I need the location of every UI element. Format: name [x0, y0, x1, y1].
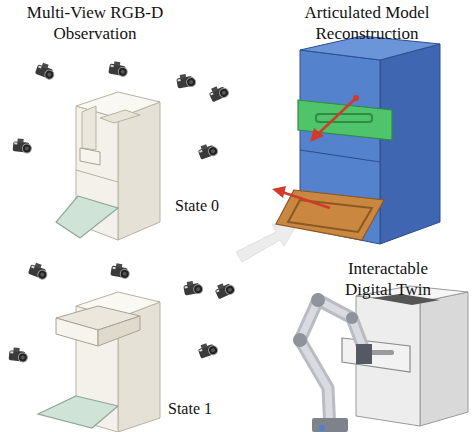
robot-arm: [300, 300, 364, 432]
arrow-head: [272, 186, 286, 198]
joint-axis-arrow: [282, 192, 330, 208]
robot-joint: [311, 293, 325, 307]
camera-icon: [176, 72, 197, 89]
robot-arm-highlight: [300, 300, 364, 432]
state-label: State 1: [150, 398, 230, 419]
panel-seam: [76, 170, 118, 182]
door-part: [276, 190, 384, 240]
panel-title: Articulated Model Reconstruction: [282, 2, 452, 44]
drawer-side: [98, 316, 140, 346]
drawer-box: [82, 106, 96, 150]
camera-icon: [197, 141, 219, 160]
panel-title: Interactable Digital Twin: [332, 258, 444, 300]
articulated-model: [272, 36, 440, 244]
digital-twin-scene: [293, 286, 468, 432]
camera-icon: [213, 280, 235, 300]
door-handle: [288, 200, 372, 232]
camera-icon: [9, 347, 29, 362]
drawer-handle: [316, 114, 372, 122]
state-label: State 0: [157, 195, 237, 216]
camera-icon: [108, 61, 129, 78]
camera-icon: [110, 263, 131, 280]
arrow-head: [310, 128, 324, 142]
drawer-front: [80, 148, 100, 165]
model-side: [380, 44, 440, 244]
robot-wheel: [319, 425, 325, 431]
drawer-part: [298, 100, 392, 140]
cabinet-side: [118, 102, 160, 240]
camera-icon: [197, 340, 219, 359]
panel-title: Multi-View RGB-D Observation: [20, 2, 170, 44]
cabinet-state-1: [38, 292, 160, 432]
drawer-front: [56, 318, 98, 346]
drawer-interior: [100, 110, 140, 123]
cabinet-state-0: [56, 92, 160, 240]
camera-icon: [183, 279, 204, 296]
twin-side: [420, 292, 468, 426]
robot-base: [312, 418, 348, 432]
glass-door: [38, 396, 118, 428]
camera-icon: [13, 138, 33, 153]
camera-icon: [207, 83, 229, 103]
robot-gripper: [356, 344, 372, 364]
robot-joint: [293, 333, 307, 347]
panel-seam: [300, 150, 380, 162]
flow-arrow: [236, 224, 296, 262]
glass-door: [56, 196, 118, 238]
robot-joint: [346, 312, 358, 324]
camera-icon: [35, 61, 57, 80]
joint-origin: [353, 95, 359, 101]
twin-drawer: [342, 338, 410, 372]
camera-icon: [28, 261, 50, 280]
joint-axis-arrow: [318, 98, 356, 134]
